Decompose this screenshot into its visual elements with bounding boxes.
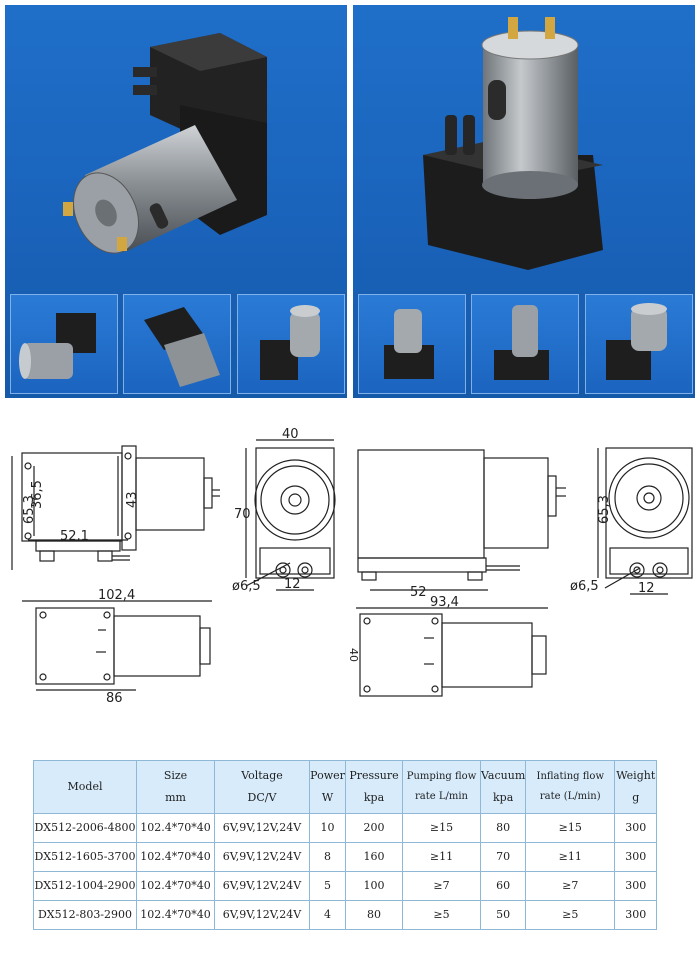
dim-d6-w: 93,4 <box>430 595 459 610</box>
thumb-photo-6[interactable] <box>585 294 693 394</box>
cell-voltage: 6V,9V,12V,24V <box>214 871 310 901</box>
table-row: DX512-803-2900 102.4*70*40 6V,9V,12V,24V… <box>33 900 658 930</box>
table-row: DX512-1605-3700 102.4*70*40 6V,9V,12V,24… <box>33 842 658 872</box>
cell-vacuum: 70 <box>479 842 527 872</box>
pump-photo-vertical <box>423 17 603 270</box>
cell-vacuum: 80 <box>479 813 527 843</box>
cell-model: DX512-1004-2900 <box>33 871 137 901</box>
cell-power: 5 <box>309 871 346 901</box>
photo-panel-left <box>5 5 347 398</box>
dim-d2-s: 12 <box>284 577 301 592</box>
cell-pumping-flow: ≥11 <box>402 842 481 872</box>
cell-weight: 300 <box>614 900 658 930</box>
cell-voltage: 6V,9V,12V,24V <box>214 813 310 843</box>
cell-inflating-flow: ≥15 <box>525 813 616 843</box>
cell-voltage: 6V,9V,12V,24V <box>214 842 310 872</box>
header-model: Model <box>33 760 137 814</box>
dim-d4-s: 12 <box>638 581 655 596</box>
cell-voltage: 6V,9V,12V,24V <box>214 900 310 930</box>
dim-d2-w: 40 <box>282 427 299 442</box>
drawing-front-view <box>245 439 336 591</box>
technical-drawings: 65,3 36,5 52,1 43 40 70 ø6,5 12 52 <box>11 427 693 706</box>
thumb-photo-1[interactable] <box>10 294 118 394</box>
pump-photo-horizontal <box>63 33 267 254</box>
dim-d1-w: 52,1 <box>60 529 89 544</box>
drawing-side-view <box>11 445 220 570</box>
dim-d4-d: ø6,5 <box>570 579 599 594</box>
cell-weight: 300 <box>614 813 658 843</box>
table-row: DX512-1004-2900 102.4*70*40 6V,9V,12V,24… <box>33 871 658 901</box>
dim-d2-h: 70 <box>234 507 251 522</box>
cell-weight: 300 <box>614 842 658 872</box>
cell-inflating-flow: ≥11 <box>525 842 616 872</box>
cell-inflating-flow: ≥5 <box>525 900 616 930</box>
thumb-photo-5[interactable] <box>471 294 579 394</box>
drawing-top-view-2 <box>356 607 548 697</box>
cell-size: 102.4*70*40 <box>136 900 215 930</box>
cell-power: 8 <box>309 842 346 872</box>
dim-d1-h3: 43 <box>125 491 140 508</box>
thumb-photo-4[interactable] <box>358 294 466 394</box>
thumb-photo-2[interactable] <box>123 294 231 394</box>
cell-model: DX512-1605-3700 <box>33 842 137 872</box>
drawing-top-view <box>22 600 212 691</box>
cell-vacuum: 50 <box>479 900 527 930</box>
cell-pumping-flow: ≥7 <box>402 871 481 901</box>
cell-pressure: 80 <box>345 900 403 930</box>
drawing-side-view-2 <box>357 449 566 591</box>
cell-pumping-flow: ≥5 <box>402 900 481 930</box>
drawing-front-view-2 <box>597 447 693 595</box>
cell-power: 10 <box>309 813 346 843</box>
dim-d2-d: ø6,5 <box>232 579 261 594</box>
cell-size: 102.4*70*40 <box>136 813 215 843</box>
dim-d1-h1: 65,3 <box>22 495 37 524</box>
cell-pressure: 160 <box>345 842 403 872</box>
cell-vacuum: 60 <box>479 871 527 901</box>
cell-size: 102.4*70*40 <box>136 842 215 872</box>
cell-pressure: 200 <box>345 813 403 843</box>
dim-d5-w: 102,4 <box>98 588 135 603</box>
cell-inflating-flow: ≥7 <box>525 871 616 901</box>
dim-d5-w2: 86 <box>106 691 123 706</box>
dim-d1-h2: 36,5 <box>30 480 45 509</box>
cell-power: 4 <box>309 900 346 930</box>
cell-pumping-flow: ≥15 <box>402 813 481 843</box>
cell-pressure: 100 <box>345 871 403 901</box>
cell-size: 102.4*70*40 <box>136 871 215 901</box>
cell-model: DX512-803-2900 <box>33 900 137 930</box>
cell-weight: 300 <box>614 871 658 901</box>
cell-model: DX512-2006-4800 <box>33 813 137 843</box>
table-row: DX512-2006-4800 102.4*70*40 6V,9V,12V,24… <box>33 813 658 843</box>
dim-d6-side: 40 <box>347 648 360 662</box>
photo-panel-right <box>353 5 695 398</box>
thumb-photo-3[interactable] <box>237 294 345 394</box>
dim-d4-h: 65,3 <box>597 495 612 524</box>
dim-d3-w: 52 <box>410 585 427 600</box>
